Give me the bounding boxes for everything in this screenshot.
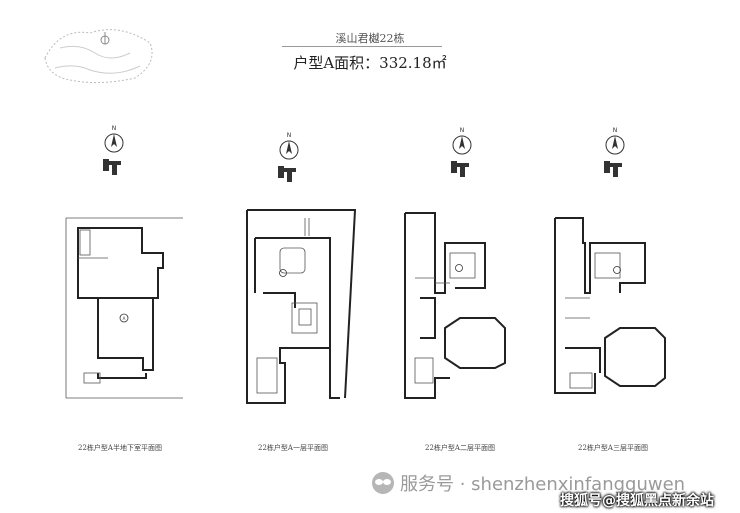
floor-plan-second-floor <box>404 212 506 399</box>
plan-caption-third-floor: 22栋户型A三层平面图 <box>578 444 648 452</box>
room-marker: A <box>123 316 126 321</box>
building-title: 溪山君樾22栋 <box>335 32 405 45</box>
plan-caption-second-floor: 22栋户型A二层平面图 <box>425 444 495 452</box>
floor-plan-basement: A <box>65 217 183 399</box>
compass-icon: N <box>451 127 472 177</box>
source-watermark-text: 服务号 · shenzhenxinfangguwen <box>400 474 686 495</box>
compass-icon: N <box>103 125 124 175</box>
site-map-sketch <box>44 29 153 84</box>
wechat-logo-icon <box>372 472 394 494</box>
compass-icon: N <box>278 132 299 182</box>
compass-label: N <box>460 127 465 134</box>
floor-plan-third-floor <box>554 217 666 394</box>
compass-label: N <box>613 127 618 134</box>
plan-caption-first-floor: 22栋户型A一层平面图 <box>258 444 328 452</box>
compass-label: N <box>287 132 292 139</box>
area-title: 户型A面积：332.18㎡ <box>293 54 447 72</box>
brand-watermark: 搜狐号@搜狐黑点新余站 <box>560 493 714 509</box>
compass-icon: N <box>604 127 625 177</box>
compass-label: N <box>112 125 117 132</box>
floor-plan-first-floor <box>246 209 357 404</box>
title-divider <box>282 46 442 47</box>
source-watermark: 服务号 · shenzhenxinfangguwen <box>372 470 685 496</box>
plan-caption-basement: 22栋户型A半地下室平面图 <box>78 444 162 452</box>
